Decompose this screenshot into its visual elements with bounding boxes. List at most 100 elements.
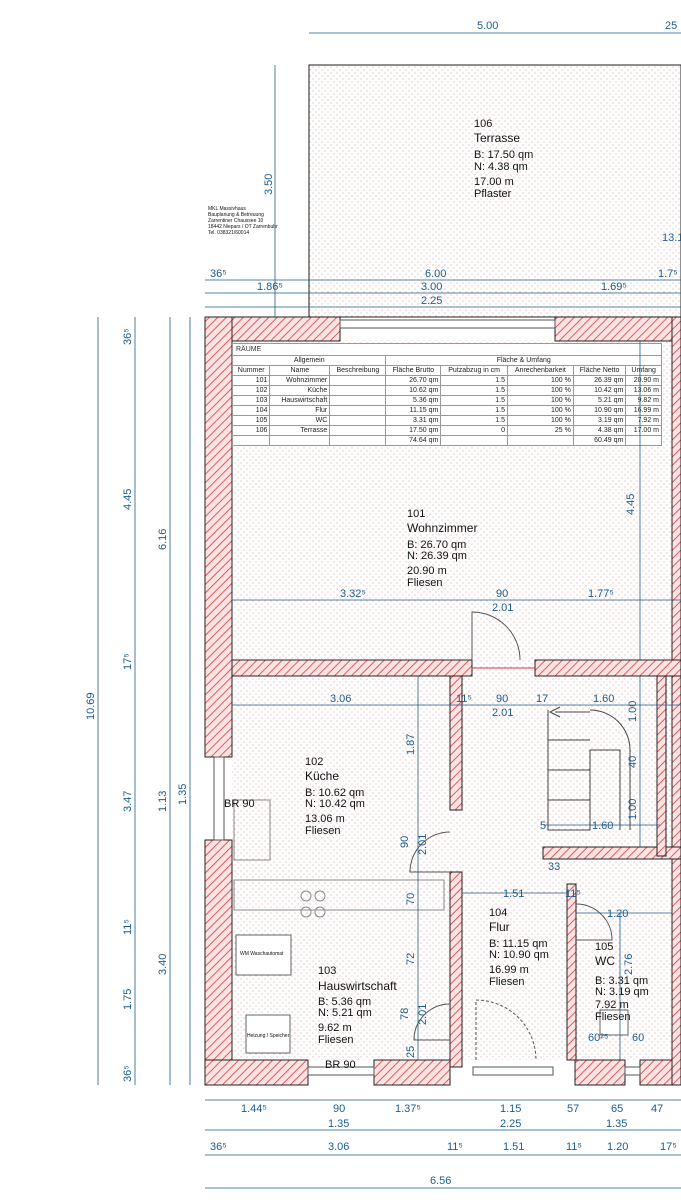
table-cell: 102 <box>232 385 271 396</box>
table-header-cell: Anrechenbarkeit <box>507 365 574 376</box>
svg-text:11⁵: 11⁵ <box>566 1141 582 1153</box>
table-cell: Hauswirtschaft <box>269 395 331 406</box>
svg-text:Pflaster: Pflaster <box>474 188 512 200</box>
svg-text:9.62 m: 9.62 m <box>318 1022 352 1034</box>
table-cell <box>440 435 508 446</box>
svg-text:1.60: 1.60 <box>593 693 614 705</box>
svg-text:101: 101 <box>407 508 425 520</box>
table-cell <box>329 415 387 426</box>
svg-text:Fliesen: Fliesen <box>489 976 524 988</box>
svg-text:MKL Massivhaus: MKL Massivhaus <box>208 206 246 212</box>
room-103-label: 103 Hauswirtschaft B: 5.36 qm N: 5.21 qm… <box>318 965 397 1046</box>
svg-text:2.76: 2.76 <box>623 954 635 975</box>
svg-text:Hauswirtschaft: Hauswirtschaft <box>318 979 397 993</box>
svg-text:1.75: 1.75 <box>122 989 134 1010</box>
table-header-cell: Umfang <box>625 365 662 376</box>
svg-text:7.92 m: 7.92 m <box>595 999 629 1011</box>
svg-text:1.37⁵: 1.37⁵ <box>395 1103 421 1115</box>
svg-text:3.06: 3.06 <box>330 693 351 705</box>
svg-text:1.35: 1.35 <box>177 784 189 805</box>
svg-text:106: 106 <box>474 118 492 130</box>
svg-text:B: 10.62 qm: B: 10.62 qm <box>305 787 364 799</box>
table-cell: 10.42 qm <box>572 385 627 396</box>
svg-text:N: 3.19 qm: N: 3.19 qm <box>595 986 649 998</box>
svg-text:2.01: 2.01 <box>492 602 513 614</box>
svg-text:13.1: 13.1 <box>662 232 681 244</box>
svg-text:17⁵: 17⁵ <box>122 653 134 670</box>
svg-text:36⁵: 36⁵ <box>210 268 227 280</box>
svg-text:6.16: 6.16 <box>157 529 169 550</box>
svg-text:102: 102 <box>305 756 323 768</box>
dimension-texts: 5.00 25 3.50 13.1 36⁵ 6.00 1.7⁵ 1.86⁵ 3.… <box>85 20 681 1187</box>
svg-text:57: 57 <box>567 1103 579 1115</box>
svg-text:90: 90 <box>496 588 508 600</box>
svg-text:1.86⁵: 1.86⁵ <box>257 281 283 293</box>
table-cell: 17.50 qm <box>385 425 442 436</box>
svg-text:25: 25 <box>665 20 677 32</box>
svg-text:90: 90 <box>496 693 508 705</box>
terrace-area <box>308 64 681 318</box>
svg-text:B: 26.70 qm: B: 26.70 qm <box>407 539 466 551</box>
svg-text:1.35: 1.35 <box>606 1118 627 1130</box>
svg-text:B: 3.31 qm: B: 3.31 qm <box>595 975 648 987</box>
svg-text:3.00: 3.00 <box>421 281 442 293</box>
svg-text:B: 5.36 qm: B: 5.36 qm <box>318 996 371 1008</box>
svg-text:Tel. 038321/60014: Tel. 038321/60014 <box>208 230 249 236</box>
svg-text:1.51: 1.51 <box>503 1141 524 1153</box>
svg-text:1.7⁵: 1.7⁵ <box>658 268 678 280</box>
svg-text:20.90 m: 20.90 m <box>407 565 447 577</box>
table-cell: 104 <box>232 405 271 416</box>
table-cell <box>507 435 574 446</box>
table-cell: 100 % <box>507 385 574 396</box>
table-cell: 13.06 m <box>625 385 662 396</box>
svg-text:10.69: 10.69 <box>85 692 97 720</box>
table-cell <box>329 435 387 446</box>
svg-text:17.00 m: 17.00 m <box>474 176 514 188</box>
table-cell: 1.5 <box>440 375 508 386</box>
svg-text:65: 65 <box>611 1103 623 1115</box>
table-cell: 20.90 m <box>625 375 662 386</box>
svg-text:Wohnzimmer: Wohnzimmer <box>407 521 477 535</box>
svg-text:Zarrentiner Chaussee 10: Zarrentiner Chaussee 10 <box>208 218 264 224</box>
table-header-cell: Name <box>269 365 331 376</box>
table-cell: WC <box>269 415 331 426</box>
table-cell: 3.31 qm <box>385 415 442 426</box>
svg-text:WC: WC <box>595 954 615 968</box>
table-cell: 106 <box>232 425 271 436</box>
table-cell: Wohnzimmer <box>269 375 331 386</box>
table-cell: 1.5 <box>440 405 508 416</box>
svg-text:2.01: 2.01 <box>492 707 513 719</box>
svg-text:3.40: 3.40 <box>157 954 169 975</box>
table-cell: 7.92 m <box>625 415 662 426</box>
svg-text:2.01: 2.01 <box>417 834 429 855</box>
svg-text:17⁵: 17⁵ <box>660 1141 677 1153</box>
svg-text:11⁵: 11⁵ <box>122 919 134 935</box>
svg-text:Fliesen: Fliesen <box>595 1011 630 1023</box>
table-header-cell: Nummer <box>232 365 271 376</box>
table-cell: 100 % <box>507 415 574 426</box>
svg-text:104: 104 <box>489 907 507 919</box>
table-cell <box>269 435 331 446</box>
table-cell: 1.5 <box>440 395 508 406</box>
svg-text:Küche: Küche <box>305 769 339 783</box>
svg-text:Fliesen: Fliesen <box>305 825 340 837</box>
svg-text:105: 105 <box>595 941 613 953</box>
svg-text:6.00: 6.00 <box>425 268 446 280</box>
svg-text:1.00: 1.00 <box>627 799 639 820</box>
svg-text:Fliesen: Fliesen <box>318 1034 353 1046</box>
svg-text:11⁵: 11⁵ <box>447 1141 463 1153</box>
svg-text:Fliesen: Fliesen <box>407 577 442 589</box>
svg-text:103: 103 <box>318 965 336 977</box>
svg-text:40: 40 <box>627 756 639 768</box>
table-cell: Terrasse <box>269 425 331 436</box>
svg-text:3.47: 3.47 <box>122 791 134 812</box>
table-cell: 3.19 qm <box>572 415 627 426</box>
dimension-lines <box>97 32 681 1189</box>
table-cell <box>232 435 271 446</box>
doors <box>409 611 613 1061</box>
